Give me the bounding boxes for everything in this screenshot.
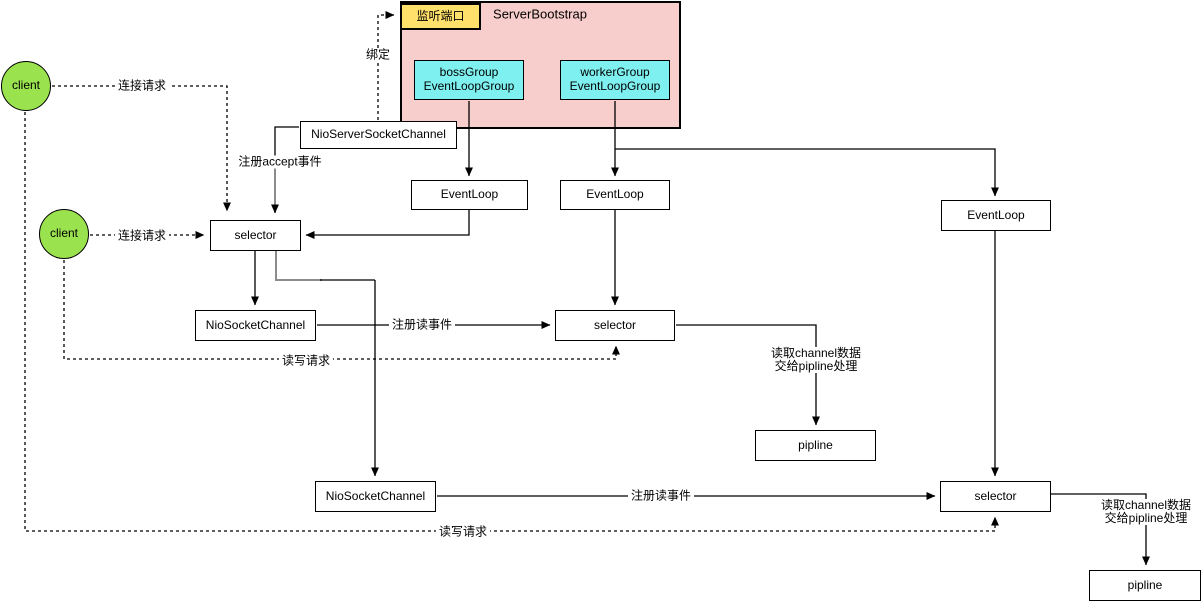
edge-selector2-to-pipline1 xyxy=(676,324,820,426)
selector-2-label: selector xyxy=(593,317,637,332)
nio-socket-channel-2-label: NioSocketChannel xyxy=(325,488,426,503)
event-loop-3-box: EventLoop xyxy=(941,200,1051,231)
edge-label-connect-request-2: 连接请求 xyxy=(114,229,170,243)
edge-selector1-to-channel2-start xyxy=(275,251,322,281)
pipline-2-label: pipline xyxy=(1127,577,1163,592)
listen-port-label: 监听端口 xyxy=(416,8,465,23)
edge-bind xyxy=(377,11,395,120)
server-bootstrap-title: ServerBootstrap xyxy=(493,6,587,22)
pipline-1-box: pipline xyxy=(755,430,876,461)
edge-label-register-read-2: 注册读事件 xyxy=(627,489,695,503)
selector-1-label: selector xyxy=(234,227,277,242)
client-node-2: client xyxy=(39,209,89,259)
edge-label-read-channel-2: 读取channel数据 交给pipline处理 xyxy=(1097,498,1195,525)
pipline-1-label: pipline xyxy=(798,437,833,452)
edge-label-connect-request-1: 连接请求 xyxy=(114,79,170,93)
edge-client1-connect-request xyxy=(52,85,231,212)
nio-socket-channel-1-label: NioSocketChannel xyxy=(205,317,306,332)
edge-label-read-write-request-1: 读写请求 xyxy=(278,354,334,368)
event-loop-2-box: EventLoop xyxy=(560,180,670,210)
edge-workergroup-to-eventloop3 xyxy=(615,148,999,197)
worker-group-label-line2: EventLoopGroup xyxy=(569,79,661,93)
listen-port-box: 监听端口 xyxy=(400,3,481,30)
event-loop-1-box: EventLoop xyxy=(411,180,528,210)
nio-socket-channel-2-box: NioSocketChannel xyxy=(315,481,436,512)
boss-group-box: bossGroup EventLoopGroup xyxy=(414,60,524,100)
boss-group-label-line1: bossGroup xyxy=(439,65,499,80)
edge-label-read-channel-1-line2: 交给pipline处理 xyxy=(774,359,858,373)
edge-selector3-to-pipline2 xyxy=(1051,493,1150,566)
boss-group-label-line2: EventLoopGroup xyxy=(423,79,515,93)
event-loop-2-label: EventLoop xyxy=(586,187,644,202)
selector-3-label: selector xyxy=(974,488,1017,503)
pipline-2-box: pipline xyxy=(1089,570,1201,601)
nio-server-socket-channel-box: NioServerSocketChannel xyxy=(300,121,457,149)
worker-group-box: workerGroup EventLoopGroup xyxy=(560,60,670,100)
event-loop-1-label: EventLoop xyxy=(440,187,499,202)
nio-server-socket-channel-label: NioServerSocketChannel xyxy=(311,127,446,142)
client-2-label: client xyxy=(49,226,78,241)
event-loop-3-label: EventLoop xyxy=(967,207,1025,222)
edge-label-register-accept: 注册accept事件 xyxy=(235,155,325,169)
edge-label-read-write-request-2: 读写请求 xyxy=(435,525,491,539)
client-node-1: client xyxy=(1,61,51,111)
edge-label-read-channel-2-line1: 读取channel数据 xyxy=(1100,498,1192,512)
edge-register-accept-upper xyxy=(274,126,299,160)
client-1-label: client xyxy=(11,78,40,93)
edge-label-read-channel-1: 读取channel数据 交给pipline处理 xyxy=(767,346,865,373)
selector-1-box: selector xyxy=(210,220,301,251)
selector-2-box: selector xyxy=(555,310,675,341)
edge-label-register-read-1: 注册读事件 xyxy=(388,318,456,332)
edge-client2-read-write-request xyxy=(63,260,620,360)
nio-socket-channel-1-box: NioSocketChannel xyxy=(195,310,316,341)
edge-label-read-channel-1-line1: 读取channel数据 xyxy=(770,346,862,360)
edge-client1-read-write-request xyxy=(24,112,999,532)
selector-3-box: selector xyxy=(940,481,1051,512)
edge-eventloop1-to-selector1 xyxy=(305,210,470,239)
edge-label-read-channel-2-line2: 交给pipline处理 xyxy=(1104,511,1188,525)
worker-group-label-line1: workerGroup xyxy=(580,65,650,80)
edge-label-bind: 绑定 xyxy=(362,48,394,62)
